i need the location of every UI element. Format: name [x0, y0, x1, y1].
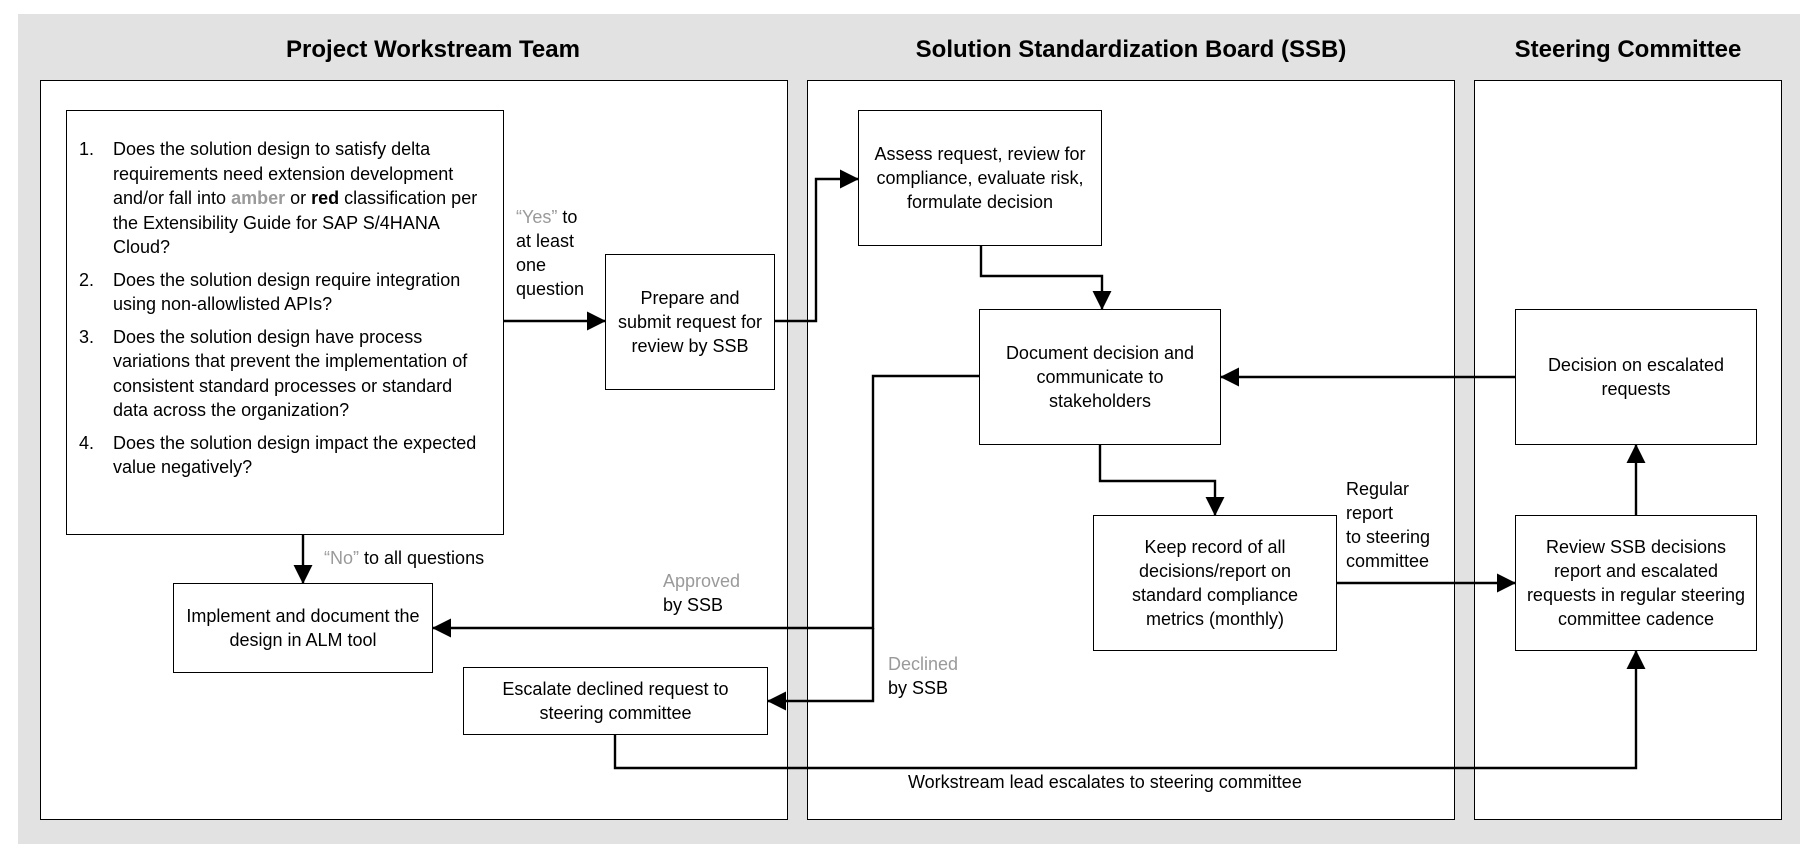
lane-title-steering: Steering Committee	[1514, 36, 1742, 63]
amber-keyword: amber	[231, 188, 286, 208]
regular-report-line3: to steering	[1346, 527, 1431, 547]
declined-label-line2: by SSB	[888, 678, 949, 698]
implement-design-box: Implement and document the design in ALM…	[173, 583, 433, 673]
lane-steering	[1474, 80, 1782, 820]
declined-label-line1: Declined	[888, 654, 959, 674]
keep-record-box: Keep record of all decisions/report on s…	[1093, 515, 1337, 651]
question-1: 1. Does the solution design to satisfy d…	[79, 137, 491, 260]
decision-escalated-box: Decision on escalated requests	[1515, 309, 1757, 445]
arrow-document-to-escalate	[767, 628, 875, 711]
lane-title-ssb: Solution Standardization Board (SSB)	[915, 36, 1347, 63]
review-ssb-box: Review SSB decisions report and escalate…	[1515, 515, 1757, 651]
no-label: “No” to all questions	[324, 546, 484, 570]
yes-label-line2: at least	[516, 231, 575, 251]
question-4-text: Does the solution design impact the expe…	[113, 432, 477, 478]
assess-request-box: Assess request, review for compliance, e…	[858, 110, 1102, 246]
prepare-request-box: Prepare and submit request for review by…	[605, 254, 775, 390]
question-1-number: 1.	[79, 139, 95, 159]
question-3-number: 3.	[79, 326, 95, 347]
document-decision-box: Document decision and communicate to sta…	[979, 309, 1221, 445]
question-3-text: Does the solution design have process va…	[113, 326, 468, 421]
arrow-escalate-to-review	[613, 650, 1646, 770]
regular-report-line1: Regular	[1346, 479, 1410, 499]
declined-label: Declined by SSB	[888, 652, 958, 700]
question-4-number: 4.	[79, 432, 95, 453]
approved-label-line2: by SSB	[663, 595, 724, 615]
yes-quote: “Yes”	[516, 207, 558, 227]
workstream-escalates-label: Workstream lead escalates to steering co…	[908, 772, 1302, 792]
question-2-text: Does the solution design require integra…	[113, 269, 461, 315]
question-1-text: Does the solution design to satisfy delt…	[113, 137, 491, 260]
red-keyword: red	[311, 188, 340, 208]
question-2-number: 2.	[79, 269, 95, 290]
question-2: 2. Does the solution design require inte…	[79, 268, 491, 317]
escalate-declined-box: Escalate declined request to steering co…	[463, 667, 768, 735]
regular-report-label: Regular report to steering committee	[1346, 477, 1430, 573]
regular-report-line4: committee	[1346, 551, 1430, 571]
regular-report-line2: report	[1346, 503, 1394, 523]
question-4: 4. Does the solution design impact the e…	[79, 431, 491, 480]
arrow-prepare-to-assess	[775, 169, 859, 323]
yes-label: “Yes” to at least one question	[516, 205, 584, 301]
arrow-document-to-keep-record	[1098, 445, 1225, 516]
yes-rest: to	[557, 207, 578, 227]
question-1-text-part: or	[285, 188, 312, 208]
question-1-text-part: classification per the Extensibility Gui…	[113, 188, 478, 257]
yes-label-line4: question	[516, 279, 585, 299]
approved-label: Approved by SSB	[663, 569, 740, 617]
no-quote: “No”	[324, 548, 359, 568]
arrow-assess-to-document	[979, 246, 1112, 310]
arrow-document-to-implement	[432, 374, 979, 638]
question-1-text-part: Does the solution design to satisfy delt…	[113, 139, 454, 208]
no-rest: to all questions	[359, 548, 485, 568]
question-3: 3. Does the solution design have process…	[79, 325, 491, 423]
approved-label-line1: Approved	[663, 571, 741, 591]
yes-label-line3: one	[516, 255, 547, 275]
questions-box: 1. Does the solution design to satisfy d…	[66, 110, 504, 535]
lane-title-project: Project Workstream Team	[286, 36, 580, 63]
yes-label-line1: “Yes” to	[516, 205, 584, 229]
